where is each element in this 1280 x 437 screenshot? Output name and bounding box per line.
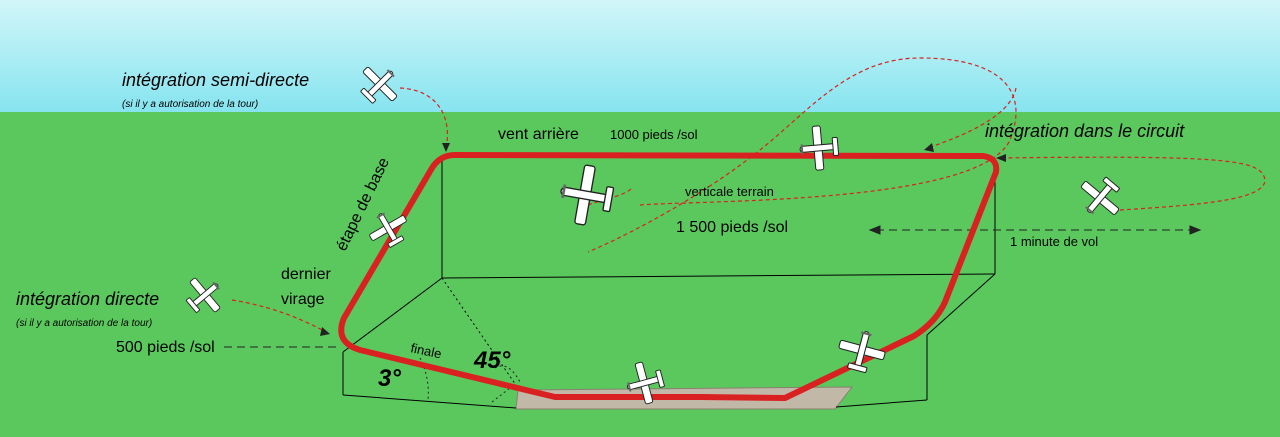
last-turn-label-2: virage [281,291,325,308]
overhead-label: verticale terrain [685,184,774,199]
sky [0,0,1280,112]
overhead-altitude: 1 500 pieds /sol [676,219,788,236]
overhead-loop-path [587,57,1017,253]
angle-45-label: 45° [473,347,511,374]
integration-paths [231,57,1266,333]
circuit-join-path [999,156,1266,211]
angle-3-label: 3° [378,365,401,392]
direct-label: intégration directe [16,289,159,309]
downwind-label: vent arrière [498,126,579,143]
final-altitude-label: 500 pieds /sol [116,339,215,356]
path-arrowheads [320,143,1006,336]
semi-direct-label: intégration semi-directe [122,70,309,90]
ground [0,112,1280,437]
semi-direct-note: (si il y a autorisation de la tour) [122,99,258,110]
perspective-box [342,158,996,409]
circuit-join-label: intégration dans le circuit [985,121,1185,141]
semi-direct-path [399,87,449,149]
overhead-exit-path [927,87,1017,149]
one-minute-label: 1 minute de vol [1010,234,1098,249]
dimension-lines [224,225,1202,348]
angle-markers [419,357,521,403]
direct-note: (si il y a autorisation de la tour) [16,318,152,329]
traffic-circuit [338,152,1000,401]
final-label: finale [409,340,443,361]
downwind-altitude: 1000 pieds /sol [610,127,698,142]
last-turn-label-1: dernier [281,266,331,283]
